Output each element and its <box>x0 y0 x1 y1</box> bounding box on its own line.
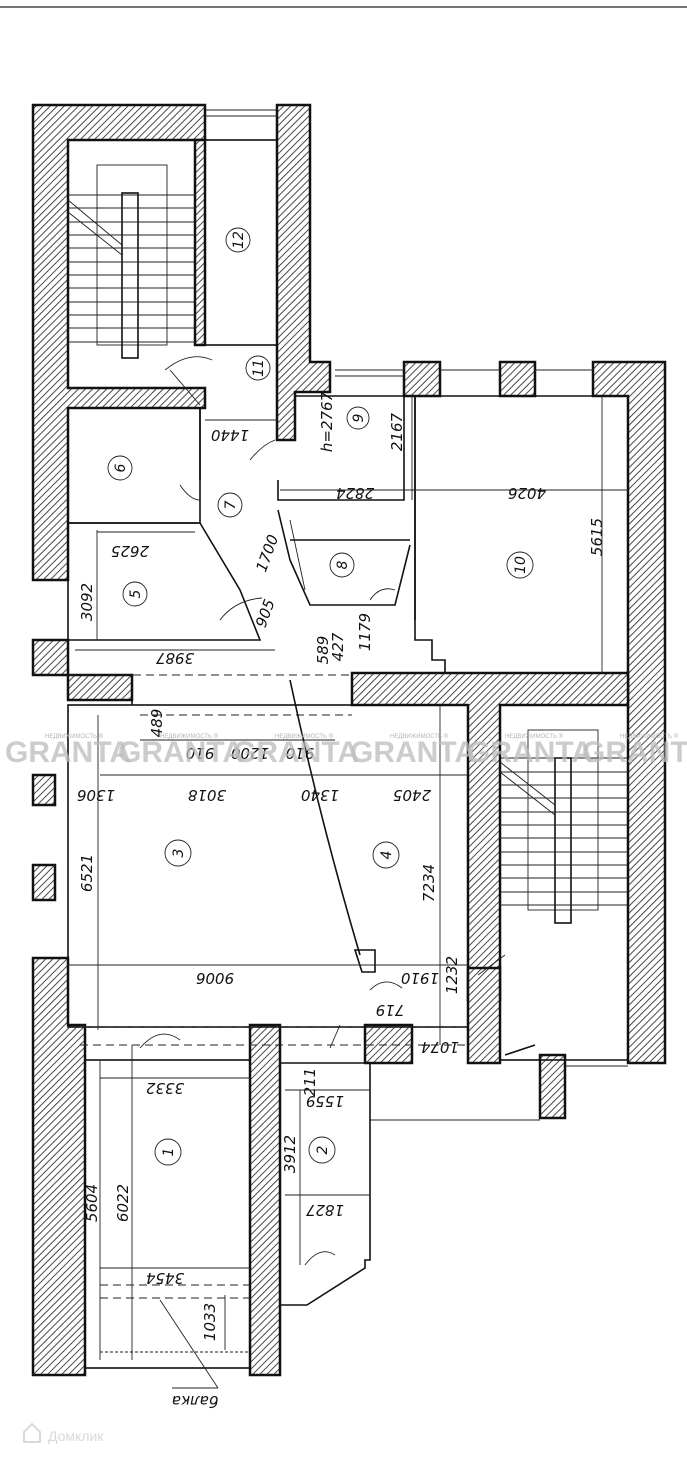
dim-3018: 3018 <box>188 786 226 804</box>
dim-910a: 910 <box>186 744 215 762</box>
dim-6022: 6022 <box>114 1184 132 1222</box>
dim-1910: 1910 <box>401 969 439 987</box>
svg-text:GRANTA: GRANTA <box>582 736 687 769</box>
dim-211: 211 <box>301 1068 319 1097</box>
room-labels: 12 11 9 6 7 8 10 5 3 4 1 2 <box>107 227 534 1166</box>
dim-1179: 1179 <box>356 613 374 651</box>
wall-top-left <box>31 103 207 582</box>
dim-1306: 1306 <box>77 786 115 804</box>
svg-text:GRANTA: GRANTA <box>118 736 244 769</box>
svg-text:5: 5 <box>128 589 144 598</box>
dim-1033: 1033 <box>201 1303 219 1341</box>
dim-719: 719 <box>376 1001 405 1019</box>
dimension-labels: 1440 2824 4026 2625 3987 910 1200 910 13… <box>68 391 628 1410</box>
wall-1-2-divider <box>248 1023 282 1377</box>
room-9-label: 9 <box>346 406 370 430</box>
dim-1559: 1559 <box>306 1092 344 1110</box>
wall-mid-horizontal <box>350 671 630 1002</box>
wall-left-lower <box>31 956 87 1377</box>
svg-text:11: 11 <box>251 359 267 377</box>
svg-text:GRANTA: GRANTA <box>467 736 593 769</box>
room-12-label: 12 <box>225 227 251 253</box>
dim-2167: 2167 <box>388 412 406 451</box>
wall-10-pier1 <box>402 360 442 398</box>
room-1-label: 1 <box>154 1138 182 1166</box>
room-6-label: 6 <box>107 455 133 481</box>
dim-1700: 1700 <box>252 532 282 574</box>
wall-right-outer <box>591 360 667 1065</box>
svg-text:2: 2 <box>315 1145 331 1154</box>
wall-12-right <box>275 103 332 442</box>
room-outlines <box>67 109 629 1389</box>
wall-left-pier2 <box>31 863 57 902</box>
svg-text:НЕДВИЖИМОСТЬ ®: НЕДВИЖИМОСТЬ ® <box>45 733 104 740</box>
svg-text:НЕДВИЖИМОСТЬ ®: НЕДВИЖИМОСТЬ ® <box>390 733 449 740</box>
wall-bottom-pier <box>538 1053 567 1120</box>
room-4-label: 4 <box>372 841 400 869</box>
dim-5615: 5615 <box>588 518 606 556</box>
dim-6521: 6521 <box>78 854 96 892</box>
dim-589: 589 <box>314 636 332 665</box>
beam-label: балка <box>172 1392 218 1410</box>
wall-10-pier2 <box>498 360 537 398</box>
dim-1232: 1232 <box>443 956 461 994</box>
dim-5604: 5604 <box>83 1184 101 1222</box>
dim-1340: 1340 <box>301 786 339 804</box>
svg-text:GRANTA: GRANTA <box>233 736 359 769</box>
dim-3332: 3332 <box>146 1079 184 1097</box>
dim-910b: 910 <box>286 744 315 762</box>
svg-text:НЕДВИЖИМОСТЬ ®: НЕДВИЖИМОСТЬ ® <box>160 733 219 740</box>
dim-1827: 1827 <box>305 1201 344 1219</box>
wall-stair-inner <box>193 138 207 347</box>
svg-text:12: 12 <box>231 231 247 249</box>
svg-text:3: 3 <box>171 849 187 858</box>
wall-left-pier <box>31 773 57 807</box>
room-2-label: 2 <box>308 1136 336 1164</box>
dim-489: 489 <box>148 709 166 738</box>
svg-text:Домклик: Домклик <box>48 1428 104 1444</box>
room-7-label: 7 <box>217 492 243 518</box>
room-11-label: 11 <box>245 355 271 381</box>
svg-text:4: 4 <box>379 851 395 860</box>
dim-2405: 2405 <box>393 786 431 804</box>
svg-text:GRANTA: GRANTA <box>5 736 131 769</box>
dim-1440: 1440 <box>211 426 249 444</box>
svg-text:9: 9 <box>351 413 367 422</box>
svg-text:6: 6 <box>113 463 129 472</box>
wall-lower-right <box>363 1023 414 1065</box>
domclick-logo: Домклик <box>23 1422 104 1444</box>
dim-1200: 1200 <box>231 744 269 762</box>
dim-9006: 9006 <box>196 969 234 987</box>
dim-4026: 4026 <box>508 484 546 502</box>
dim-3454: 3454 <box>146 1269 184 1287</box>
room-10-label: 10 <box>506 551 534 579</box>
wall-stair-bottom <box>466 966 502 1065</box>
svg-text:НЕДВИЖИМОСТЬ ®: НЕДВИЖИМОСТЬ ® <box>505 733 564 740</box>
dim-3987: 3987 <box>155 649 194 667</box>
svg-text:1: 1 <box>161 1148 177 1157</box>
svg-text:НЕДВИЖИМОСТЬ ®: НЕДВИЖИМОСТЬ ® <box>620 733 679 740</box>
svg-text:10: 10 <box>513 556 529 574</box>
dim-905: 905 <box>252 597 279 630</box>
wall-left-mid <box>31 638 134 702</box>
dim-3092: 3092 <box>78 583 96 621</box>
svg-text:7: 7 <box>223 500 239 509</box>
watermark: GRANTA GRANTA GRANTA GRANTA GRANTA GRANT… <box>5 733 687 769</box>
svg-text:НЕДВИЖИМОСТЬ ®: НЕДВИЖИМОСТЬ ® <box>275 733 334 740</box>
room-5-label: 5 <box>122 581 148 607</box>
dim-2824: 2824 <box>336 484 374 502</box>
dim-427: 427 <box>329 632 347 661</box>
house-icon <box>23 1422 41 1443</box>
dim-2625: 2625 <box>111 542 149 560</box>
room-8-label: 8 <box>329 552 355 578</box>
dim-1074: 1074 <box>421 1038 459 1056</box>
dim-h2767: h=2767 <box>318 391 336 452</box>
room-3-label: 3 <box>164 839 192 867</box>
dim-3912: 3912 <box>281 1135 299 1173</box>
svg-text:GRANTA: GRANTA <box>350 736 476 769</box>
svg-text:8: 8 <box>335 560 351 569</box>
dim-7234: 7234 <box>420 864 438 902</box>
